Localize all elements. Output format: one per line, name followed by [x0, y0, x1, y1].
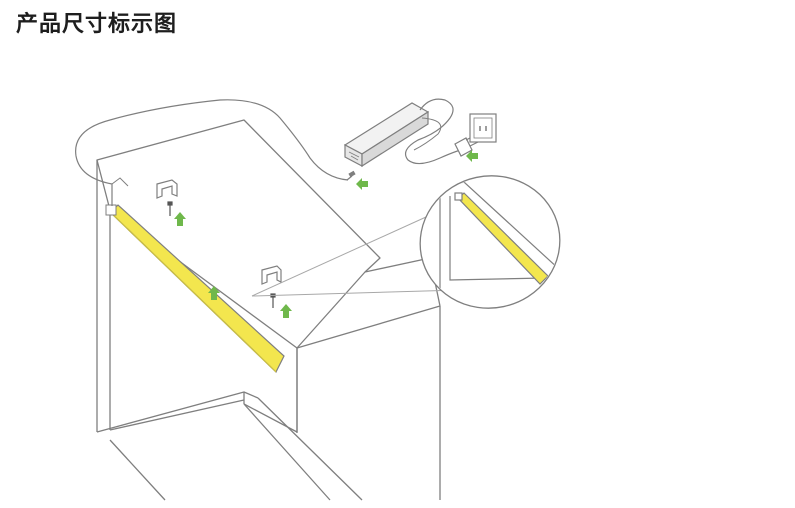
- cabinet-left-edge: [96, 160, 111, 432]
- led-strip-icon: [105, 204, 285, 373]
- dc-connector: [348, 170, 356, 178]
- mounting-clip-icon: [156, 179, 282, 285]
- cabinet-shelf: [96, 391, 259, 433]
- arrow-plug: [466, 150, 478, 162]
- arrow-clip-right: [280, 304, 292, 318]
- callout-lines: [251, 211, 461, 297]
- arrow-clip-left: [174, 212, 186, 226]
- clip-left: [156, 179, 178, 199]
- power-cable: [75, 99, 349, 206]
- cabinet-lower-edges: [109, 397, 363, 501]
- ac-cable: [405, 98, 469, 165]
- magnifier-callout-icon: [419, 175, 561, 309]
- clip-right: [261, 265, 282, 285]
- arrow-adapter: [356, 178, 368, 190]
- wall-socket-icon: [469, 113, 497, 143]
- cabinet: [96, 119, 441, 501]
- install-arrow-icon: [174, 150, 478, 318]
- arrow-strip: [208, 286, 220, 300]
- power-adapter-icon: [343, 102, 430, 168]
- page-title: 产品尺寸标示图: [16, 12, 178, 37]
